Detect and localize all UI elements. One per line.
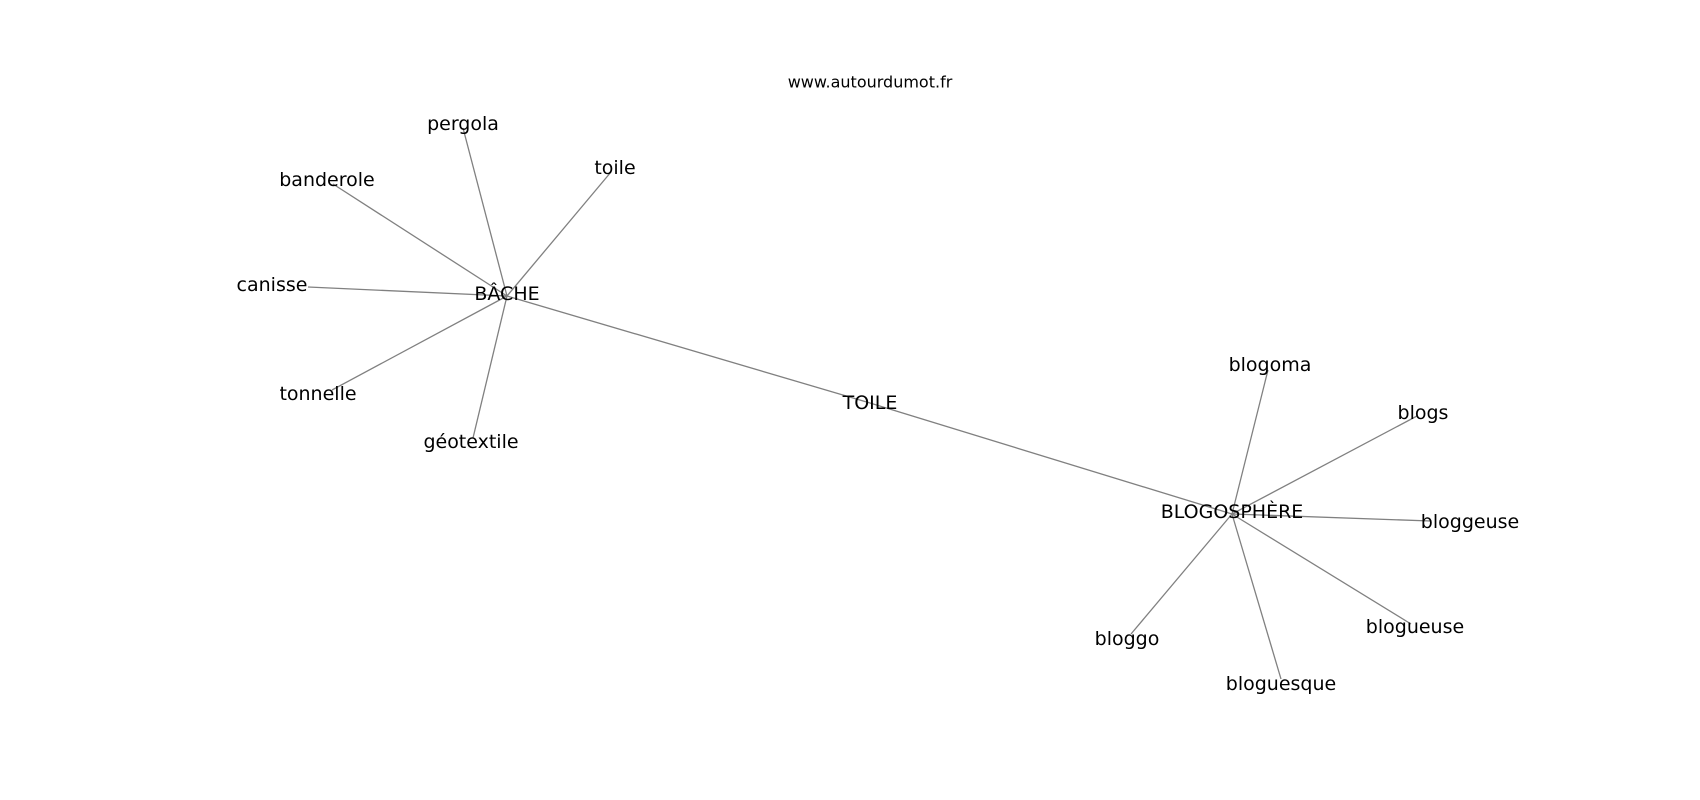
edge-blogosphere-bloguesque (1231, 513, 1282, 680)
edge-blogosphere-bloggo (1130, 513, 1233, 635)
node-label-pergola: pergola (427, 113, 499, 135)
node-label-blogs: blogs (1398, 402, 1449, 424)
node-label-bloggeuse: bloggeuse (1421, 511, 1519, 533)
edge-layer (307, 127, 1432, 680)
node-label-bloguesque: bloguesque (1226, 673, 1336, 695)
edge-blogosphere-bloggeuse (1231, 513, 1432, 522)
edge-toile_center-blogosphere (869, 402, 1233, 515)
node-label-bache: BÂCHE (474, 282, 539, 305)
edge-bache-toile (506, 171, 612, 297)
node-label-blogoma: blogoma (1229, 354, 1312, 376)
edge-blogosphere-blogueuse (1231, 513, 1412, 625)
edge-bache-geotextile (472, 295, 508, 439)
node-label-blogueuse: blogueuse (1366, 616, 1464, 638)
edge-blogosphere-blogoma (1231, 369, 1269, 515)
edge-bache-tonnelle (331, 295, 508, 391)
node-label-geotextile: géotextile (423, 431, 518, 453)
node-label-banderole: banderole (279, 169, 374, 191)
node-label-bloggo: bloggo (1095, 628, 1160, 650)
node-label-toile: toile (594, 157, 635, 179)
edge-bache-toile_center (506, 295, 871, 404)
edge-bache-banderole (332, 183, 508, 297)
edge-bache-canisse (307, 286, 508, 297)
source-url-label: www.autourdumot.fr (788, 73, 953, 92)
node-label-canisse: canisse (237, 274, 308, 296)
edge-bache-pergola (462, 127, 508, 297)
node-label-toile-center: TOILE (842, 392, 898, 414)
label-layer: TOILE BÂCHE BLOGOSPHÈRE pergola toile bandero… (237, 113, 1520, 695)
node-label-tonnelle: tonnelle (279, 383, 356, 405)
node-label-blogosphere: BLOGOSPHÈRE (1161, 500, 1304, 523)
edge-blogosphere-blogs (1231, 415, 1418, 515)
